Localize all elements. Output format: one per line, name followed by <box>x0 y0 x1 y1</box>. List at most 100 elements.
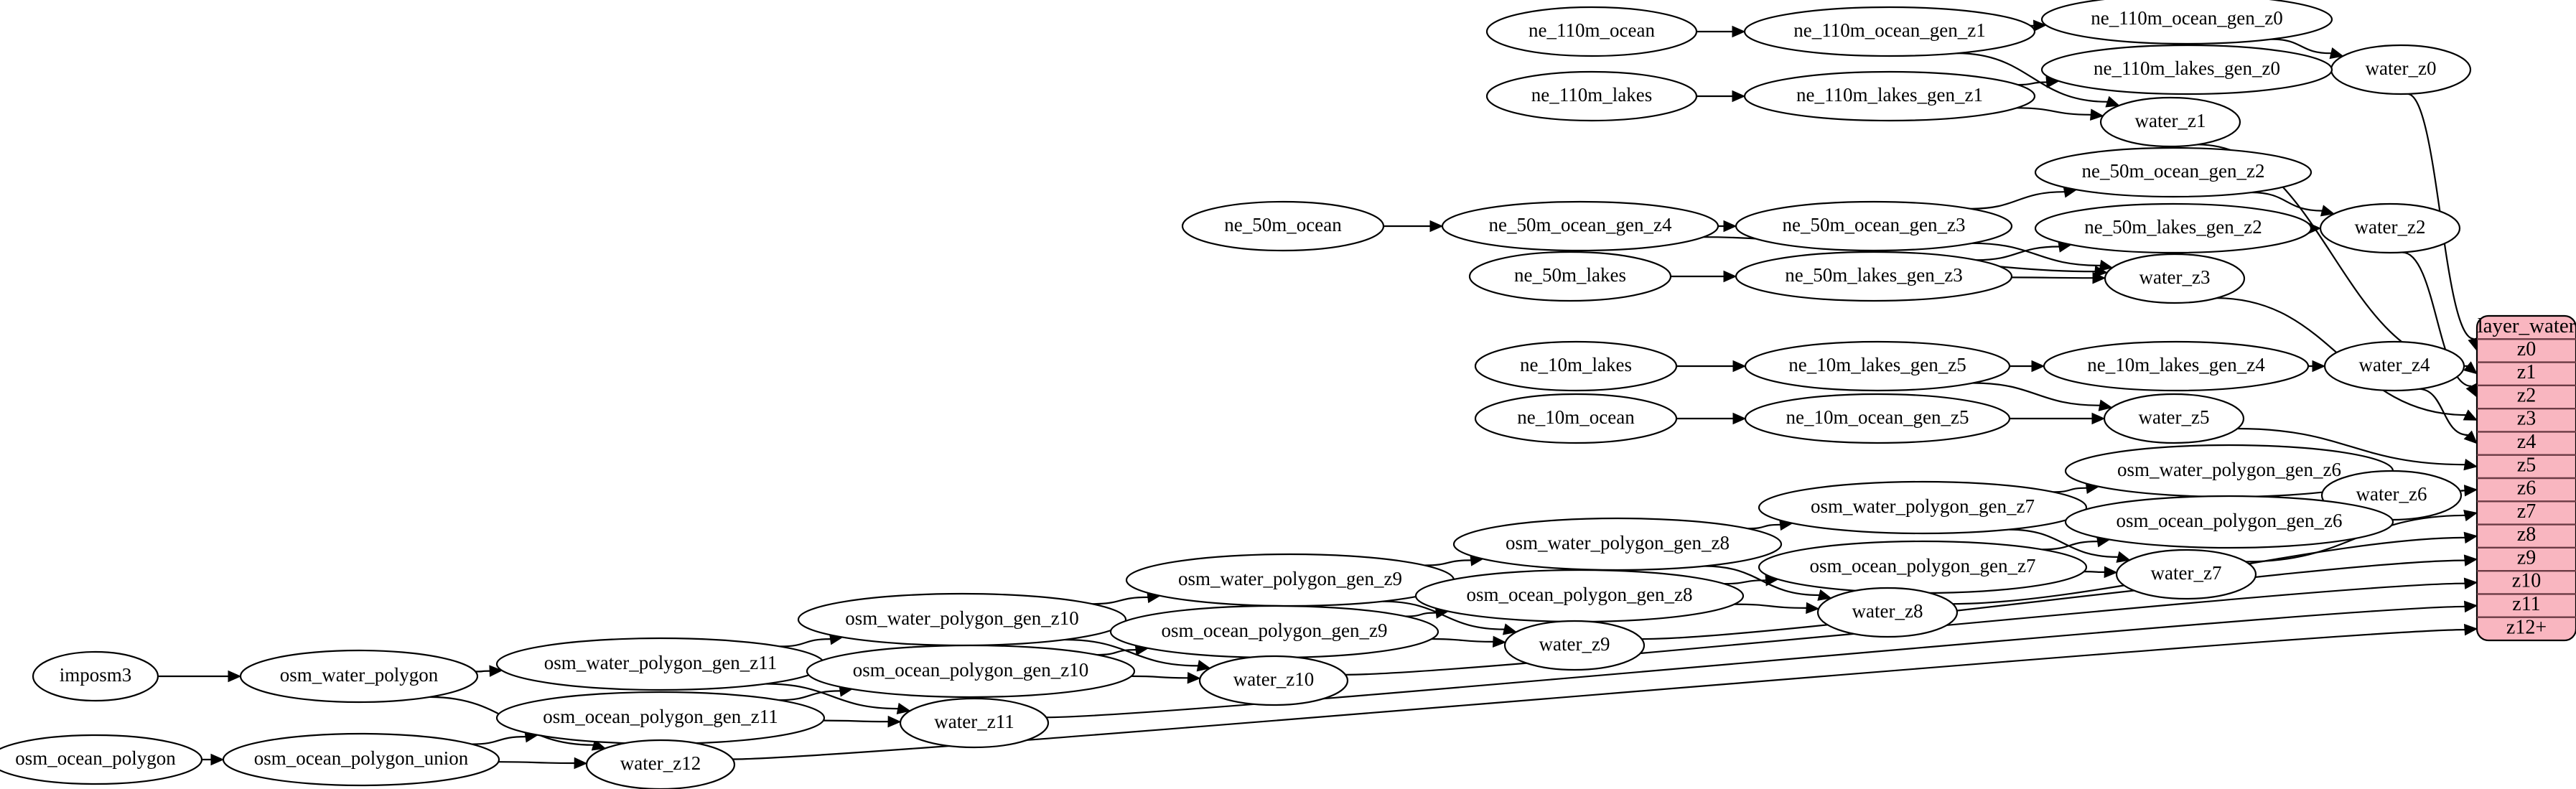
graph-node-ne_50m_ocean_gen_z4[interactable]: ne_50m_ocean_gen_z4 <box>1441 200 1719 252</box>
graph-node-osm_ocean_polygon_union[interactable]: osm_ocean_polygon_union <box>222 732 500 787</box>
edge-arrowhead <box>1492 635 1507 648</box>
graph-node-ne_110m_lakes[interactable]: ne_110m_lakes <box>1485 70 1698 122</box>
edge-arrowhead <box>1196 660 1211 672</box>
graph-node-osm_ocean_polygon_gen_z8[interactable]: osm_ocean_polygon_gen_z8 <box>1414 569 1745 623</box>
graph-node-osm_ocean_polygon_gen_z10[interactable]: osm_ocean_polygon_gen_z10 <box>806 644 1136 699</box>
graph-edge-osm_water_polygon-to-osm_water_polygon_gen_z11 <box>475 670 490 673</box>
node-ellipse <box>1735 251 2013 302</box>
graph-node-ne_50m_ocean_gen_z3[interactable]: ne_50m_ocean_gen_z3 <box>1735 200 2013 252</box>
graph-node-osm_water_polygon_gen_z7[interactable]: osm_water_polygon_gen_z7 <box>1758 480 2088 535</box>
edge-arrowhead <box>1732 360 1747 373</box>
graph-node-water_z7[interactable]: water_z7 <box>2115 548 2257 600</box>
graph-node-ne_50m_lakes[interactable]: ne_50m_lakes <box>1468 251 1672 302</box>
graph-edge-water_z9-to-layer_water-z9 <box>1641 559 2465 640</box>
graph-node-water_z9[interactable]: water_z9 <box>1503 620 1646 671</box>
graph-edge-osm_water_polygon_gen_z11-to-osm_water_polygon_gen_z10 <box>780 638 831 648</box>
graph-node-water_z1[interactable]: water_z1 <box>2099 96 2241 148</box>
graph-edge-osm_ocean_polygon_gen_z8-to-water_z8 <box>1734 603 1807 609</box>
graph-edge-osm_ocean_polygon_union-to-osm_ocean_polygon_gen_z11 <box>472 736 526 745</box>
graph-node-water_z0[interactable]: water_z0 <box>2330 44 2472 95</box>
graph-edge-ne_110m_ocean_gen_z0-to-water_z0 <box>2271 38 2331 55</box>
graph-node-osm_water_polygon_gen_z11[interactable]: osm_water_polygon_gen_z11 <box>495 637 826 691</box>
edge-arrowhead <box>2105 95 2120 108</box>
graph-node-water_z12[interactable]: water_z12 <box>585 739 736 789</box>
graph-edge-osm_ocean_polygon_gen_z11-to-osm_ocean_polygon_gen_z10 <box>779 690 841 701</box>
graph-node-osm_water_polygon_gen_z8[interactable]: osm_water_polygon_gen_z8 <box>1452 517 1783 571</box>
edge-arrowhead <box>1732 412 1747 425</box>
record-node-layer-water[interactable]: layer_waterz0z1z2z3z4z5z6z7z8z9z10z11z12… <box>2475 314 2576 642</box>
edge-arrowhead <box>1817 589 1832 601</box>
graph-node-ne_110m_ocean[interactable]: ne_110m_ocean <box>1485 6 1698 57</box>
node-ellipse <box>2323 340 2465 392</box>
edge-arrowhead <box>2031 360 2045 373</box>
node-ellipse <box>1468 251 1672 302</box>
graph-node-ne_50m_lakes_gen_z2[interactable]: ne_50m_lakes_gen_z2 <box>2034 202 2313 254</box>
graph-node-ne_110m_ocean_gen_z0[interactable]: ne_110m_ocean_gen_z0 <box>2040 0 2333 45</box>
graph-node-osm_ocean_polygon[interactable]: osm_ocean_polygon <box>0 734 203 785</box>
node-ellipse <box>2064 495 2394 549</box>
node-ellipse <box>1758 480 2088 535</box>
graph-edge-osm_water_polygon_gen_z10-to-osm_water_polygon_gen_z9 <box>1092 596 1148 605</box>
node-ellipse <box>1485 70 1698 122</box>
edge-arrowhead <box>1187 672 1201 684</box>
graph-node-osm_water_polygon[interactable]: osm_water_polygon <box>239 649 479 704</box>
graph-edge-ne_110m_lakes_gen_z1-to-water_z1 <box>2017 107 2091 116</box>
edge-arrowhead <box>887 715 902 728</box>
graph-node-water_z11[interactable]: water_z11 <box>899 697 1050 749</box>
edge-arrowhead <box>228 670 242 683</box>
node-ellipse <box>2034 146 2313 198</box>
graph-node-osm_water_polygon_gen_z10[interactable]: osm_water_polygon_gen_z10 <box>797 592 1127 647</box>
graph-node-ne_10m_lakes_gen_z4[interactable]: ne_10m_lakes_gen_z4 <box>2043 340 2310 392</box>
graph-node-water_z2[interactable]: water_z2 <box>2319 202 2461 254</box>
graph-node-ne_10m_lakes_gen_z5[interactable]: ne_10m_lakes_gen_z5 <box>1744 340 2011 392</box>
graph-edge-ne_110m_ocean_gen_z1-to-water_z1 <box>1956 52 2108 103</box>
graph-node-osm_ocean_polygon_gen_z7[interactable]: osm_ocean_polygon_gen_z7 <box>1758 540 2088 594</box>
node-ellipse <box>1441 200 1719 252</box>
graph-edge-osm_water_polygon_gen_z9-to-osm_water_polygon_gen_z8 <box>1424 559 1471 566</box>
edge-arrowhead <box>2463 554 2478 566</box>
graph-node-imposm3[interactable]: imposm3 <box>32 650 159 702</box>
graph-node-ne_50m_lakes_gen_z3[interactable]: ne_50m_lakes_gen_z3 <box>1735 251 2013 302</box>
graph-edge-ne_50m_lakes_gen_z3-to-ne_50m_lakes_gen_z2 <box>1976 246 2060 261</box>
graph-node-ne_10m_lakes[interactable]: ne_10m_lakes <box>1474 340 1678 392</box>
graph-node-osm_ocean_polygon_gen_z6[interactable]: osm_ocean_polygon_gen_z6 <box>2064 495 2394 549</box>
node-ellipse <box>2319 202 2461 254</box>
graph-node-ne_50m_ocean_gen_z2[interactable]: ne_50m_ocean_gen_z2 <box>2034 146 2313 198</box>
edge-arrowhead <box>2463 531 2478 544</box>
graph-edge-ne_10m_lakes_gen_z5-to-water_z5 <box>1972 382 2100 406</box>
graph-node-water_z3[interactable]: water_z3 <box>2104 253 2246 304</box>
graph-node-water_z8[interactable]: water_z8 <box>1816 587 1959 638</box>
graph-node-ne_110m_lakes_gen_z0[interactable]: ne_110m_lakes_gen_z0 <box>2040 44 2333 95</box>
edge-arrowhead <box>2463 577 2478 589</box>
graph-node-osm_ocean_polygon_gen_z11[interactable]: osm_ocean_polygon_gen_z11 <box>495 691 826 745</box>
graph-node-water_z10[interactable]: water_z10 <box>1198 655 1349 706</box>
graph-node-osm_ocean_polygon_gen_z9[interactable]: osm_ocean_polygon_gen_z9 <box>1109 604 1439 659</box>
graph-node-ne_110m_lakes_gen_z1[interactable]: ne_110m_lakes_gen_z1 <box>1743 70 2036 122</box>
graph-node-water_z5[interactable]: water_z5 <box>2103 393 2245 444</box>
graph-node-ne_10m_ocean_gen_z5[interactable]: ne_10m_ocean_gen_z5 <box>1744 393 2011 444</box>
edge-arrowhead <box>1723 270 1737 283</box>
graph-edge-osm_ocean_polygon_union-to-water_z12 <box>498 761 575 765</box>
edge-arrowhead <box>1732 90 1746 103</box>
graph-edge-osm_ocean_polygon_gen_z10-to-water_z10 <box>1131 675 1188 679</box>
node-ellipse <box>2103 393 2245 444</box>
graph-node-water_z4[interactable]: water_z4 <box>2323 340 2465 392</box>
graph-node-ne_50m_ocean[interactable]: ne_50m_ocean <box>1181 200 1385 252</box>
edge-arrowhead <box>896 702 911 715</box>
node-ellipse <box>1503 620 1646 671</box>
graph-edge-osm_ocean_polygon_gen_z11-to-water_z11 <box>823 719 889 723</box>
edge-arrowhead <box>2116 551 2131 563</box>
graph-edge-water_z12-to-layer_water-z12+ <box>732 629 2465 760</box>
node-ellipse <box>1743 6 2036 57</box>
edge-arrowhead <box>1723 220 1737 233</box>
edge-arrowhead <box>2312 360 2326 373</box>
graph-node-osm_water_polygon_gen_z9[interactable]: osm_water_polygon_gen_z9 <box>1125 553 1455 607</box>
node-ellipse <box>2040 44 2333 95</box>
graph-edge-water_z5-to-layer_water-z5 <box>2237 427 2465 466</box>
graph-edge-osm_ocean_polygon_gen_z9-to-water_z9 <box>1432 638 1493 643</box>
edge-arrowhead <box>489 665 503 677</box>
graph-node-ne_110m_ocean_gen_z1[interactable]: ne_110m_ocean_gen_z1 <box>1743 6 2036 57</box>
graph-node-ne_10m_ocean[interactable]: ne_10m_ocean <box>1474 393 1678 444</box>
node-ellipse <box>1735 200 2013 252</box>
